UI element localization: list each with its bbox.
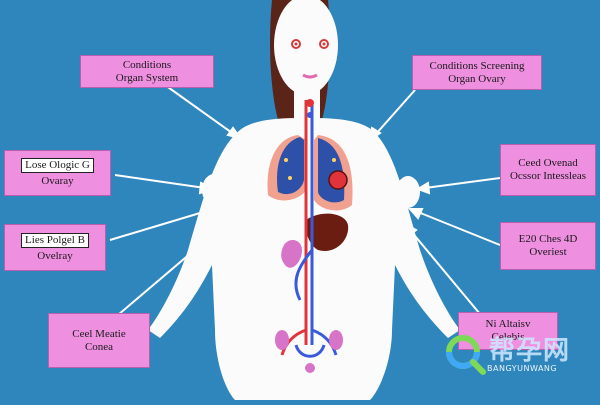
- arrow-low-left: [109, 209, 211, 241]
- arrow-head: [407, 208, 424, 220]
- arrow-bottom-right: [409, 229, 486, 321]
- head: [274, 0, 338, 95]
- bladder: [305, 363, 315, 373]
- label-low-right: E20 Ches 4D Overiest: [500, 222, 596, 270]
- right-elbow: [396, 176, 420, 208]
- label-mid-left: Lose Ologic G Ovaray: [4, 150, 111, 196]
- left-elbow: [202, 174, 226, 206]
- label-bottom-right: Ni Altaisv Celebis: [458, 312, 558, 350]
- label-top-right: Conditions Screening Organ Ovary: [412, 55, 542, 90]
- arrow-top-left: [164, 84, 236, 136]
- left-kidney: [275, 330, 289, 350]
- right-kidney: [329, 330, 343, 350]
- watermark-logo-icon: [446, 335, 486, 375]
- heart: [328, 170, 348, 190]
- thyroid: [306, 99, 314, 107]
- face: [291, 39, 329, 79]
- label-mid-right: Ceed Ovenad Ocssor Intessleas: [500, 144, 596, 196]
- label-low-left: Lies Polgel B Ovelray: [4, 224, 106, 271]
- arrow-mid-left: [114, 174, 206, 189]
- arrow-mid-right: [424, 177, 501, 189]
- arrow-top-right: [374, 89, 416, 136]
- label-top-left: Conditions Organ System: [80, 55, 214, 88]
- liver: [305, 213, 349, 251]
- vessels: [280, 100, 338, 358]
- watermark: 帮孕网 BANGYUNWANG: [443, 330, 593, 380]
- watermark-text: 帮孕网: [489, 336, 571, 366]
- stomach: [281, 239, 302, 268]
- arrow-head: [415, 181, 431, 195]
- arrow-low-right: [417, 211, 501, 246]
- label-bottom-left: Ceel Meatie Conea: [48, 313, 150, 368]
- watermark-subtext: BANGYUNWANG: [487, 364, 558, 373]
